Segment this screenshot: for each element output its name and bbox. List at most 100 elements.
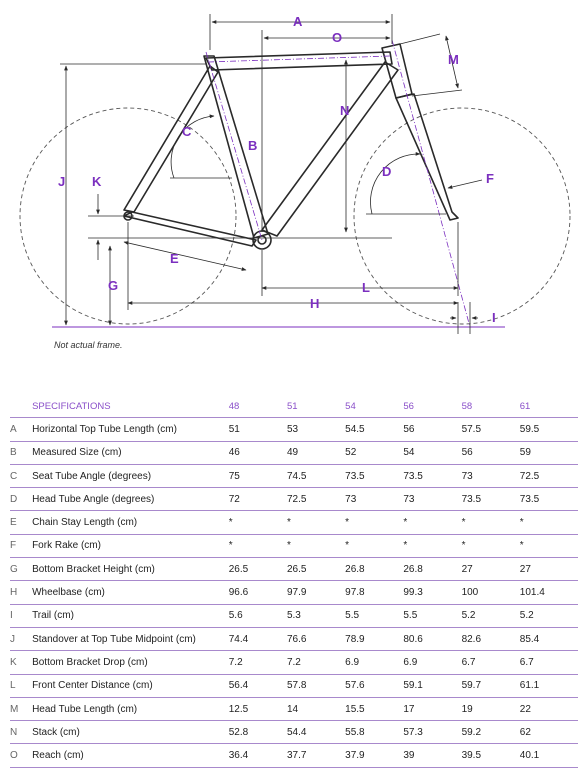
row-value: 73: [345, 487, 404, 512]
row-letter: C: [10, 464, 33, 489]
size-header: 48: [228, 395, 287, 419]
row-value: 59: [519, 441, 578, 465]
row-measurement-name: Seat Tube Angle (degrees): [32, 464, 229, 489]
row-value: *: [403, 510, 462, 535]
row-value: *: [345, 534, 404, 559]
steering-axis-line: [391, 39, 471, 328]
row-letter: K: [10, 650, 33, 675]
row-value: *: [519, 510, 578, 535]
size-header: 58: [461, 395, 520, 419]
row-value: 57.5: [461, 417, 520, 442]
row-value: *: [228, 510, 287, 535]
row-letter: H: [10, 580, 33, 605]
row-letter: B: [10, 441, 33, 465]
label-e: E: [170, 251, 179, 266]
row-value: 5.2: [519, 604, 578, 628]
label-b: B: [248, 138, 257, 153]
row-letter: L: [10, 674, 33, 698]
label-h: H: [310, 296, 319, 311]
row-value: 27: [461, 557, 520, 582]
row-value: 22: [519, 697, 578, 722]
row-value: 5.5: [345, 604, 404, 628]
row-value: 55.8: [345, 720, 404, 745]
row-value: 97.8: [345, 580, 404, 605]
row-value: 61.1: [519, 674, 578, 698]
row-value: 7.2: [286, 650, 346, 675]
disclaimer-note: Not actual frame.: [54, 340, 123, 350]
row-value: 56: [403, 417, 462, 442]
label-n: N: [340, 103, 349, 118]
row-measurement-name: Standover at Top Tube Midpoint (cm): [32, 627, 229, 652]
row-value: 37.7: [286, 743, 346, 768]
row-value: 15.5: [345, 697, 404, 722]
row-letter: I: [10, 604, 33, 628]
row-value: 85.4: [519, 627, 578, 652]
row-value: 6.7: [461, 650, 520, 675]
row-value: 59.2: [461, 720, 520, 745]
row-value: 62: [519, 720, 578, 745]
row-measurement-name: Bottom Bracket Drop (cm): [32, 650, 229, 675]
size-header: 51: [286, 395, 346, 419]
row-value: 53: [286, 417, 346, 442]
bike-frame: [123, 43, 459, 250]
row-value: 19: [461, 697, 520, 722]
row-measurement-name: Front Center Distance (cm): [32, 674, 229, 698]
row-value: 51: [228, 417, 287, 442]
row-value: 74.4: [228, 627, 287, 652]
row-measurement-name: Chain Stay Length (cm): [32, 510, 229, 535]
row-value: 37.9: [345, 743, 404, 768]
row-value: 26.8: [345, 557, 404, 582]
row-measurement-name: Head Tube Length (cm): [32, 697, 229, 722]
row-letter: G: [10, 557, 33, 582]
row-value: 75: [228, 464, 287, 489]
row-value: *: [403, 534, 462, 559]
row-value: 12.5: [228, 697, 287, 722]
row-value: 26.5: [228, 557, 287, 582]
label-a: A: [293, 14, 303, 29]
row-value: 59.7: [461, 674, 520, 698]
row-value: *: [286, 510, 346, 535]
label-o: O: [332, 30, 342, 45]
row-value: 72.5: [286, 487, 346, 512]
row-value: *: [461, 534, 520, 559]
row-letter: N: [10, 720, 33, 745]
row-measurement-name: Stack (cm): [32, 720, 229, 745]
row-letter: F: [10, 534, 33, 559]
row-letter: O: [10, 743, 33, 768]
row-value: 52.8: [228, 720, 287, 745]
row-value: 54: [403, 441, 462, 465]
row-value: 73: [461, 464, 520, 489]
row-measurement-name: Head Tube Angle (degrees): [32, 487, 229, 512]
row-value: 39.5: [461, 743, 520, 768]
table-header-row: SPECIFICATIONS 48 51 54 56 58 61: [10, 395, 578, 419]
row-value: 56.4: [228, 674, 287, 698]
row-value: 5.5: [403, 604, 462, 628]
row-value: 59.5: [519, 417, 578, 442]
front-wheel: [353, 107, 571, 325]
row-value: 14: [286, 697, 346, 722]
bike-geometry-diagram: A O M N C B D F J K E G L H I: [19, 14, 571, 334]
row-value: 73.5: [519, 487, 578, 512]
row-value: 5.2: [461, 604, 520, 628]
row-value: 54.5: [345, 417, 404, 442]
row-value: 52: [345, 441, 404, 465]
row-value: *: [228, 534, 287, 559]
row-value: 99.3: [403, 580, 462, 605]
size-header: 61: [519, 395, 578, 419]
row-value: 80.6: [403, 627, 462, 652]
table-header-title: SPECIFICATIONS: [32, 395, 229, 419]
row-value: 96.6: [228, 580, 287, 605]
row-value: 27: [519, 557, 578, 582]
label-m: M: [448, 52, 459, 67]
